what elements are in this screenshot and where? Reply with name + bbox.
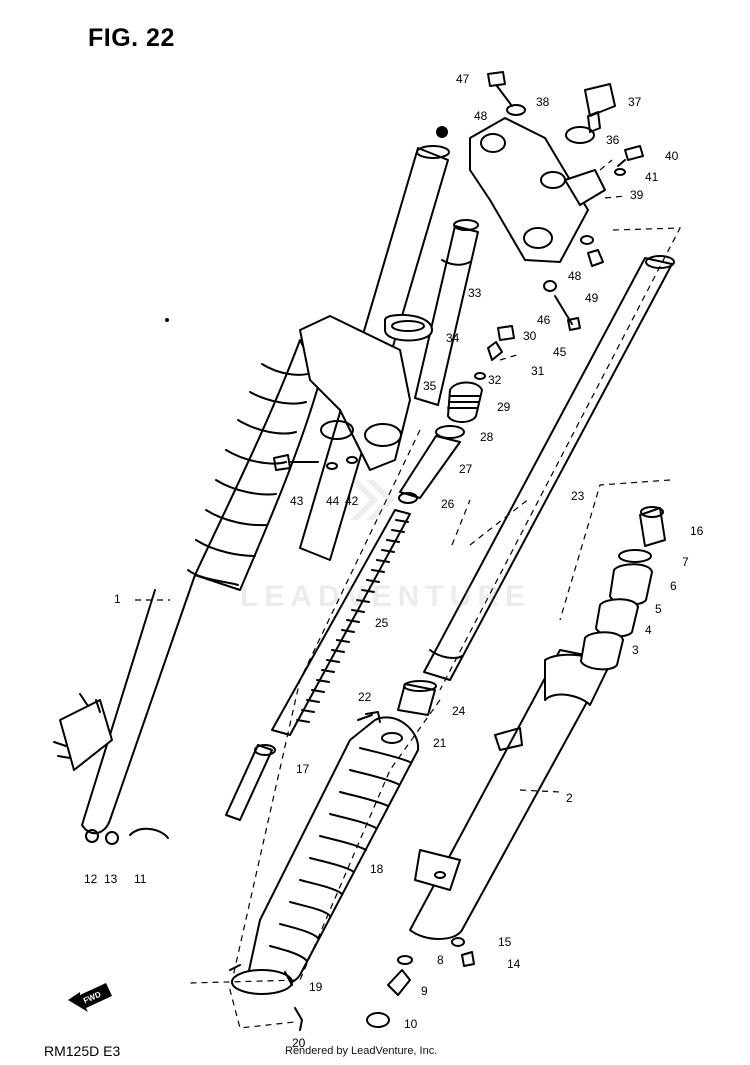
part-label-22: 22 <box>358 690 372 704</box>
footer-credit: Rendered by LeadVenture, Inc. <box>285 1045 438 1057</box>
part-label-49: 49 <box>585 291 599 305</box>
part-label-29: 29 <box>497 400 511 414</box>
part-label-40: 40 <box>665 149 679 163</box>
damper-rod-17 <box>225 744 276 821</box>
bottom-bolt-9 <box>366 955 413 1028</box>
part-label-5: 5 <box>655 602 662 616</box>
part-label-18: 18 <box>370 862 384 876</box>
stem-bolt-37 <box>565 83 616 144</box>
spacer-27 <box>398 435 461 504</box>
part-label-21: 21 <box>433 736 447 750</box>
part-label-20: 20 <box>292 1036 306 1050</box>
part-label-11: 11 <box>134 872 147 886</box>
part-label-9: 9 <box>421 984 428 998</box>
part-label-39: 39 <box>630 188 644 202</box>
part-label-25: 25 <box>375 616 389 630</box>
part-label-32: 32 <box>488 373 502 387</box>
figure-title: FIG. 22 <box>88 24 175 52</box>
cap-30 <box>474 325 515 380</box>
bolt-43 <box>273 454 358 471</box>
part-label-24: 24 <box>452 704 466 718</box>
part-label-27: 27 <box>459 462 473 476</box>
part-label-36: 36 <box>606 133 620 147</box>
steering-stem-33 <box>414 219 479 406</box>
part-label-4: 4 <box>645 623 652 637</box>
part-label-10: 10 <box>404 1017 418 1031</box>
part-label-43: 43 <box>290 494 304 508</box>
fork-spring-25 <box>271 509 411 736</box>
leader-lines <box>135 159 682 1029</box>
part-label-14: 14 <box>507 957 521 971</box>
part-label-31: 31 <box>531 364 545 378</box>
oil-seal-stack <box>580 506 666 671</box>
bolt-40 <box>614 145 644 176</box>
nut-49 <box>580 235 604 267</box>
part-label-15: 15 <box>498 935 512 949</box>
part-label-45: 45 <box>553 345 567 359</box>
bolt-22 <box>357 711 403 744</box>
part-label-23: 23 <box>571 489 585 503</box>
part-label-38: 38 <box>536 95 550 109</box>
model-code: RM125D E3 <box>44 1043 121 1059</box>
part-label-3: 3 <box>632 643 639 657</box>
bolt-20 <box>294 1007 303 1031</box>
cap-bolt-29 <box>435 381 483 439</box>
bolt-45 <box>543 280 581 331</box>
upper-bracket-38 <box>469 117 606 263</box>
part-label-17: 17 <box>296 762 310 776</box>
part-label-8: 8 <box>437 953 444 967</box>
bolt-47 <box>487 71 526 116</box>
part-label-42: 42 <box>345 494 359 508</box>
part-label-16: 16 <box>690 524 704 538</box>
slide-bushing-24 <box>397 680 437 716</box>
outer-tube-2 <box>409 649 611 940</box>
part-label-48a: 48 <box>474 109 488 123</box>
part-label-30: 30 <box>523 329 537 343</box>
watermark-text: LEADVENTURE <box>240 580 532 613</box>
dot-mark <box>165 318 169 322</box>
part-label-12: 12 <box>84 872 98 886</box>
part-label-28: 28 <box>480 430 494 444</box>
part-label-48b: 48 <box>568 269 582 283</box>
part-label-46: 46 <box>537 313 551 327</box>
part-label-47: 47 <box>456 72 470 86</box>
part-label-19: 19 <box>309 980 323 994</box>
dust-boot-18 <box>247 716 420 988</box>
drain-screws <box>451 937 475 967</box>
part-label-1: 1 <box>114 592 121 606</box>
part-label-7: 7 <box>682 555 689 569</box>
stem-bearing-34 <box>384 313 433 342</box>
part-label-41: 41 <box>645 170 659 184</box>
part-label-35: 35 <box>423 379 437 393</box>
part-label-44: 44 <box>326 494 340 508</box>
fwd-arrow-icon: FWD <box>68 983 112 1012</box>
part-label-33: 33 <box>468 286 482 300</box>
inner-tube-23 <box>423 255 675 681</box>
part-label-13: 13 <box>104 872 118 886</box>
part-label-34: 34 <box>446 331 460 345</box>
part-label-6: 6 <box>670 579 677 593</box>
watermark-logo-icon <box>340 470 400 535</box>
part-label-2: 2 <box>566 791 573 805</box>
part-label-26: 26 <box>441 497 455 511</box>
part-labels: 47 48 38 37 36 40 41 39 48 49 33 46 30 3… <box>84 72 704 1050</box>
part-label-37: 37 <box>628 95 642 109</box>
washers-12-13 <box>85 827 169 845</box>
